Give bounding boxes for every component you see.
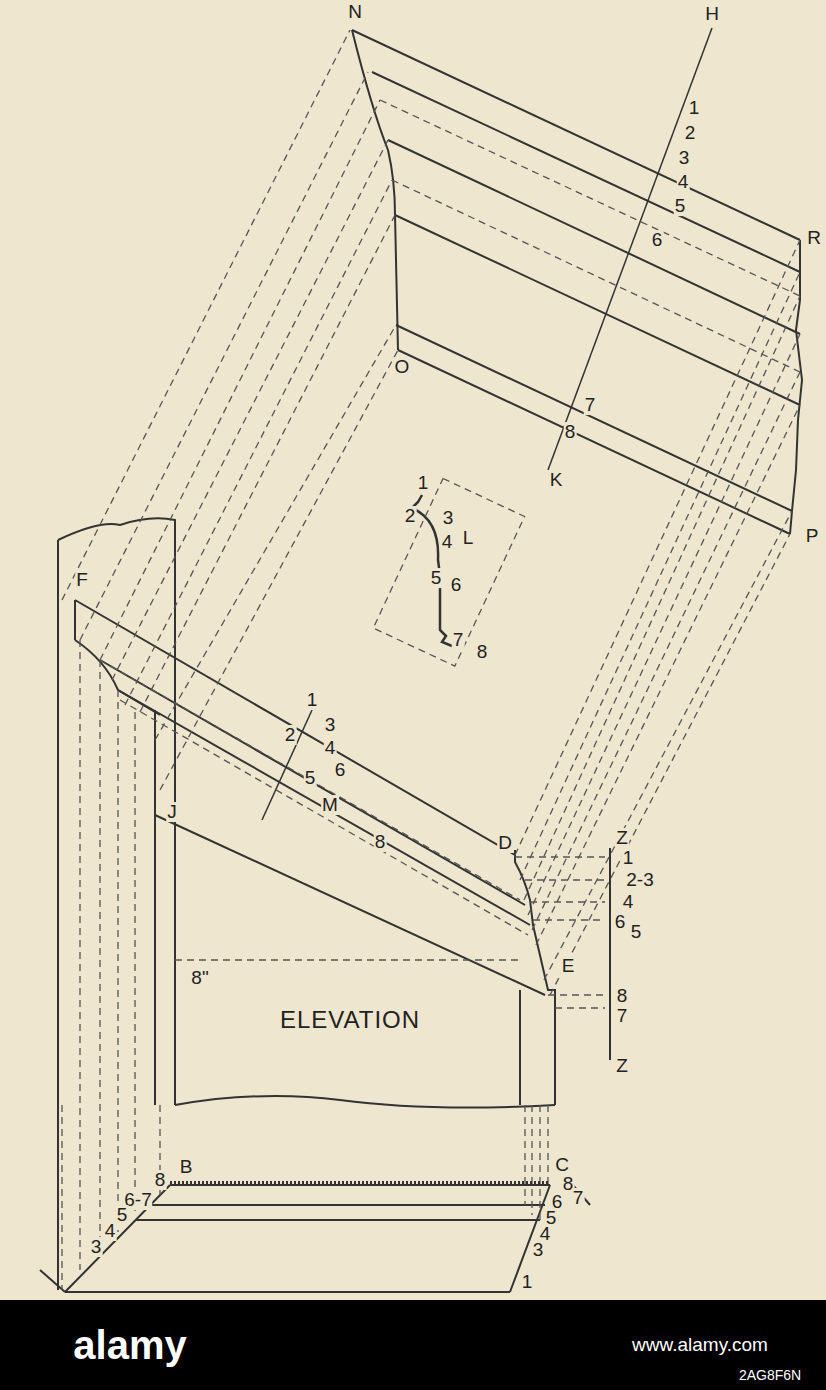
point-label: L bbox=[462, 528, 475, 548]
point-label: 4 bbox=[324, 738, 337, 758]
view-title: ELEVATION bbox=[279, 1007, 421, 1032]
point-label: 5 bbox=[116, 1205, 129, 1225]
watermark: www.alamy.com bbox=[631, 1335, 769, 1355]
watermark: alamy bbox=[72, 1324, 187, 1366]
point-label: 4 bbox=[441, 532, 454, 552]
point-label: 6 bbox=[334, 760, 347, 780]
point-label: D bbox=[497, 833, 513, 853]
point-label: 3 bbox=[324, 715, 337, 735]
point-label: 5 bbox=[430, 568, 443, 588]
point-label: 6 bbox=[651, 230, 664, 250]
point-label: 5 bbox=[304, 768, 317, 788]
point-label: N bbox=[347, 2, 363, 22]
point-label: O bbox=[394, 357, 411, 377]
point-label: K bbox=[549, 470, 564, 490]
point-label: 1 bbox=[521, 1272, 534, 1292]
point-label: 4 bbox=[677, 172, 690, 192]
point-label: 7 bbox=[616, 1006, 629, 1026]
point-label: 8 bbox=[154, 1170, 167, 1190]
point-label: 7 bbox=[584, 395, 597, 415]
point-label: 1 bbox=[306, 690, 319, 710]
point-label: M bbox=[321, 795, 339, 815]
point-label: 8" bbox=[190, 968, 209, 988]
point-label: 5 bbox=[674, 196, 687, 216]
point-label: 4 bbox=[622, 892, 635, 912]
point-label: R bbox=[806, 228, 822, 248]
point-label: 4 bbox=[104, 1221, 117, 1241]
point-label: 2 bbox=[684, 123, 697, 143]
point-label: B bbox=[179, 1157, 194, 1177]
point-label: 1 bbox=[417, 473, 430, 493]
point-label: 3 bbox=[532, 1240, 545, 1260]
watermark: 2AG8F6N bbox=[738, 1368, 802, 1383]
point-label: 6 bbox=[450, 575, 463, 595]
point-label: 8 bbox=[616, 986, 629, 1006]
point-label: 3 bbox=[442, 508, 455, 528]
point-label: 8 bbox=[476, 642, 489, 662]
point-label: 7 bbox=[572, 1188, 585, 1208]
point-label: 3 bbox=[678, 148, 691, 168]
point-label: Z bbox=[615, 828, 629, 848]
point-label: Z bbox=[615, 1056, 629, 1076]
point-label: F bbox=[75, 570, 89, 590]
point-label: C bbox=[554, 1155, 570, 1175]
point-label: E bbox=[561, 956, 576, 976]
point-label: 2 bbox=[404, 506, 417, 526]
point-label: 1 bbox=[688, 98, 701, 118]
point-label: 3 bbox=[90, 1237, 103, 1257]
point-label: 2 bbox=[284, 725, 297, 745]
point-label: H bbox=[704, 4, 720, 24]
point-label: 8 bbox=[374, 832, 387, 852]
point-label: 8 bbox=[564, 422, 577, 442]
point-label: 5 bbox=[630, 922, 643, 942]
point-label: 7 bbox=[452, 630, 465, 650]
point-label: P bbox=[805, 526, 820, 546]
point-label: 1 bbox=[622, 848, 635, 868]
point-label: 6 bbox=[614, 912, 627, 932]
point-label: J bbox=[166, 802, 178, 822]
point-label: 2-3 bbox=[625, 870, 654, 890]
